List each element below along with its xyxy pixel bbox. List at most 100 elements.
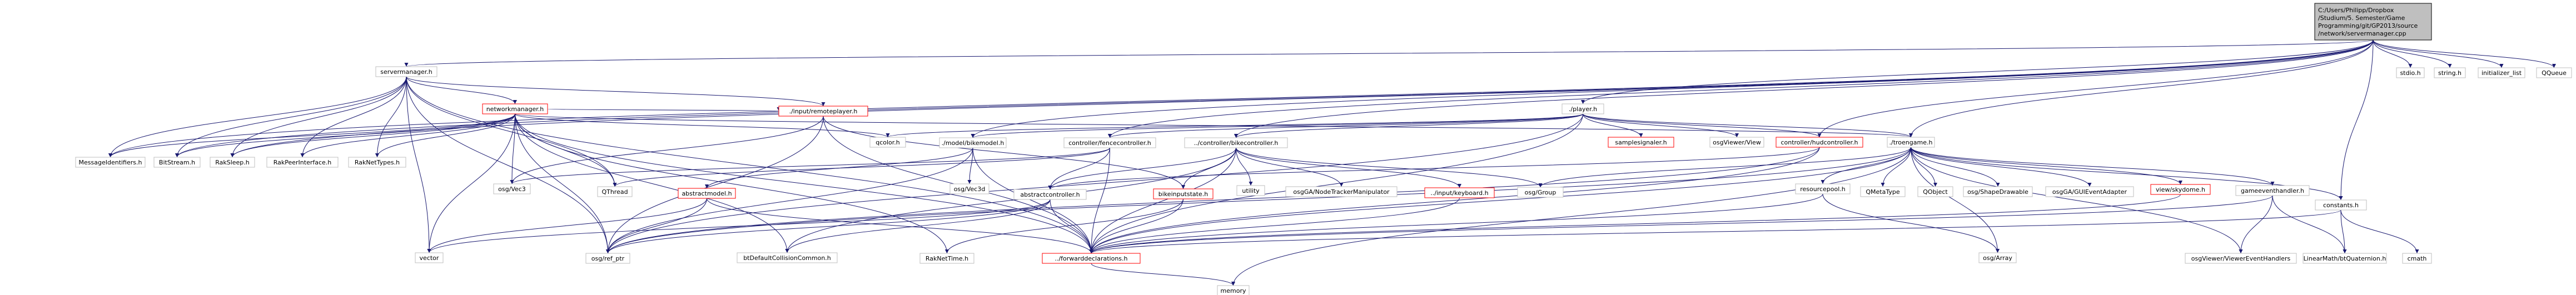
node-eventhandlers[interactable]: osgViewer/ViewerEventHandlers: [2185, 253, 2297, 264]
node-osgvec3d[interactable]: osg/Vec3d: [949, 183, 989, 194]
node-samplesignaler[interactable]: samplesignaler.h: [1608, 137, 1674, 148]
node-fencecontroller[interactable]: controller/fencecontroller.h: [1063, 137, 1156, 148]
edge-bikeinputstate-to-raknettime: [945, 198, 1183, 254]
edge-troengame-to-osgarray: [1911, 147, 2000, 253]
node-linearmath[interactable]: LinearMath/btQuaternion.h: [2303, 253, 2387, 264]
node-string[interactable]: string.h: [2434, 67, 2466, 78]
edge-skydome-to-forward: [1089, 194, 2181, 254]
node-shapedrawable-box: [1963, 186, 2033, 197]
node-qmetatype-label-line: QMetaType: [1866, 188, 1899, 196]
node-keyboard[interactable]: ../input/keyboard.h: [1424, 187, 1495, 198]
node-resourcepool[interactable]: resourcepool.h: [1795, 183, 1851, 194]
node-initlist-box: [2478, 67, 2525, 78]
node-raksleep[interactable]: RakSleep.h: [210, 157, 255, 168]
node-qqueue[interactable]: QQueue: [2536, 67, 2572, 78]
node-abstractcontroller-label-line: abstractcontroller.h: [1020, 191, 1080, 198]
node-qcolor-box: [869, 137, 906, 148]
node-osgvec3d-box: [949, 183, 989, 194]
node-abstractmodel[interactable]: abstractmodel.h: [678, 188, 736, 199]
node-troengame[interactable]: ./troengame.h: [1887, 137, 1935, 148]
node-memory[interactable]: memory: [1217, 285, 1250, 295]
node-gameeventhandler-label-line: gameeventhandler.h: [2241, 187, 2304, 194]
node-abstractcontroller[interactable]: abstractcontroller.h: [1013, 189, 1087, 200]
edge-troengame-to-memory: [1231, 147, 1911, 286]
node-fencecontroller-label-line: controller/fencecontroller.h: [1068, 139, 1151, 147]
node-bitstream-label-line: BitStream.h: [159, 159, 195, 166]
node-bikecontroller[interactable]: ../controller/bikecontroller.h: [1184, 137, 1288, 148]
node-osgarray[interactable]: osg/Array: [1978, 252, 2017, 263]
node-player[interactable]: ./player.h: [1561, 103, 1604, 114]
edge-networkmanager-to-forward: [515, 113, 1093, 254]
node-rakpeerinterface[interactable]: RakPeerInterface.h: [266, 157, 339, 168]
edge-root-to-player: [1581, 39, 2374, 104]
edge-troengame-to-qmetatype: [1881, 147, 1911, 187]
edge-networkmanager-to-btdefault: [515, 113, 789, 253]
edge-troengame-to-osggroup: [1538, 147, 1911, 188]
node-skydome[interactable]: view/skydome.h: [2150, 184, 2211, 195]
node-cmath-box: [2402, 253, 2432, 264]
node-qcolor[interactable]: qcolor.h: [869, 137, 906, 148]
node-fencecontroller-box: [1063, 137, 1156, 148]
node-stdio[interactable]: stdio.h: [2396, 67, 2425, 78]
node-networkmanager[interactable]: networkmanager.h: [482, 103, 548, 114]
node-utility[interactable]: utility: [1236, 185, 1265, 196]
edge-networkmanager-to-qcolor: [515, 113, 890, 138]
node-qthread[interactable]: QThread: [597, 186, 633, 197]
node-btdefault[interactable]: btDefaultCollisionCommon.h: [737, 252, 838, 263]
node-constants-label-line: constants.h: [2323, 202, 2359, 209]
node-osgviewerview[interactable]: osgViewer/View: [1709, 137, 1764, 148]
node-bikemodel[interactable]: ./model/bikemodel.h: [939, 137, 1007, 148]
node-qobject[interactable]: QObject: [1917, 186, 1953, 197]
node-raknettime[interactable]: RakNetTime.h: [919, 253, 974, 264]
node-abstractmodel-box: [678, 188, 736, 199]
node-messageidentifiers[interactable]: MessageIdentifiers.h: [75, 157, 146, 168]
node-gameeventhandler[interactable]: gameeventhandler.h: [2235, 185, 2310, 196]
edge-constants-to-forward: [1089, 209, 2341, 254]
node-shapedrawable[interactable]: osg/ShapeDrawable: [1963, 186, 2033, 197]
node-player-box: [1561, 103, 1604, 114]
node-qmetatype[interactable]: QMetaType: [1860, 186, 1906, 197]
node-layer: C:/Users/Philipp/Dropbox/Studium/5. Seme…: [75, 3, 2572, 295]
edge-remoteplayer-to-osgvec3: [510, 116, 824, 184]
edge-troengame-to-qobject: [1911, 147, 1937, 187]
edge-root-to-bikecontroller: [1234, 39, 2374, 138]
edge-networkmanager-to-vector: [427, 113, 515, 253]
edge-networkmanager-to-osgvec3: [510, 113, 515, 184]
node-servermanager-label-line: servermanager.h: [380, 68, 432, 76]
node-raknettypes[interactable]: RakNetTypes.h: [348, 157, 406, 168]
node-hudcontroller-box: [1776, 137, 1863, 148]
node-vector[interactable]: vector: [415, 252, 444, 263]
node-nodetracker-label-line: osgGA/NodeTrackerManipulator: [1293, 188, 1390, 196]
node-memory-label-line: memory: [1221, 287, 1246, 294]
node-nodetracker[interactable]: osgGA/NodeTrackerManipulator: [1285, 186, 1398, 197]
node-osgrefptr[interactable]: osg/ref_ptr: [585, 253, 630, 264]
node-osgvec3[interactable]: osg/Vec3: [493, 183, 531, 194]
node-raksleep-box: [210, 157, 255, 168]
edge-player-to-samplesignaler: [1583, 113, 1643, 138]
node-rakpeerinterface-box: [266, 157, 339, 168]
node-linearmath-label-line: LinearMath/btQuaternion.h: [2304, 255, 2386, 262]
node-initlist[interactable]: initializer_list: [2478, 67, 2525, 78]
node-shapedrawable-label-line: osg/ShapeDrawable: [1967, 188, 2028, 196]
node-messageidentifiers-label-line: MessageIdentifiers.h: [79, 159, 142, 166]
edge-troengame-to-forward: [1089, 147, 1911, 254]
node-servermanager[interactable]: servermanager.h: [375, 66, 437, 77]
node-constants[interactable]: constants.h: [2315, 199, 2367, 211]
node-bikecontroller-box: [1184, 137, 1288, 148]
node-osggroup[interactable]: osg/Group: [1517, 187, 1564, 198]
node-bikeinputstate[interactable]: bikeinputstate.h: [1153, 188, 1214, 199]
node-abstractmodel-label-line: abstractmodel.h: [682, 190, 732, 197]
node-forward[interactable]: ../forwarddeclarations.h: [1042, 253, 1141, 264]
edge-networkmanager-to-raknettime: [515, 113, 949, 254]
node-root-label-line: Programming/git/GP2013/source: [2318, 22, 2418, 29]
edge-servermanager-to-forward: [406, 76, 1093, 254]
node-hudcontroller[interactable]: controller/hudcontroller.h: [1776, 137, 1863, 148]
node-remoteplayer-box: [778, 106, 868, 117]
edge-player-to-bikemodel: [971, 113, 1583, 138]
node-constants-box: [2315, 199, 2367, 211]
node-bitstream[interactable]: BitStream.h: [153, 157, 201, 168]
node-cmath[interactable]: cmath: [2402, 253, 2432, 264]
node-guieventadapter[interactable]: osgGA/GUIEventAdapter: [2045, 186, 2134, 197]
node-remoteplayer[interactable]: ./input/remoteplayer.h: [778, 106, 868, 117]
node-troengame-label-line: ./troengame.h: [1889, 139, 1933, 146]
